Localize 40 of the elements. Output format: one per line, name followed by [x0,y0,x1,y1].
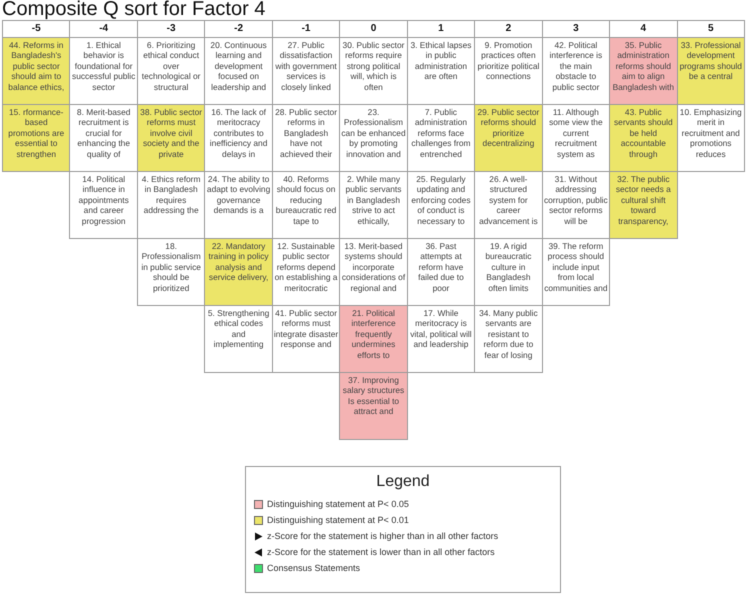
table-column [609,20,678,239]
column-header: -1 [300,22,312,36]
table-column [339,20,408,440]
legend-text: z-Score for the statement is lower than in all other factors [267,546,495,558]
table-column [676,20,745,172]
legend-title: Legend [375,472,431,492]
column-header: -4 [98,22,110,36]
statement-cell: 21. Political interference frequently undermines efforts to [340,305,407,372]
chart-title: Composite Q sort for Factor 4 [2,0,266,21]
table-column [474,20,543,373]
column-header: -5 [30,22,42,36]
table-column [406,20,476,373]
statement-cell: 37. Improving salary structures Is essential to attract and [340,372,407,439]
statement-cell: 33. Professional development programs should be a central [678,37,744,104]
column-header: 2 [504,22,512,36]
table-column [542,20,610,306]
table-column [69,20,138,239]
statement-cell: 38. Public sector reforms must involve civil society and the private [138,104,204,171]
column-header: 3 [572,22,580,36]
legend-text: Distinguishing statement at P< 0.01 [267,514,409,526]
column-header: 0 [370,22,378,36]
statement-cell: 44. Reforms in Bangladesh's public sector should aim to balance ethics, [3,37,70,104]
statement-cell: 15. rformance-based promotions are essential to strengthen [3,104,70,171]
statement-cell: 43. Public servants should be held accountable through [610,104,677,171]
statement-cell: 22. Mandatory training in policy analysis and service delivery, [205,238,272,305]
column-header: -2 [233,22,244,36]
table-column [2,20,70,172]
table-column [272,20,340,373]
legend-text: Distinguishing statement at P< 0.05 [267,498,409,510]
statement-cell: 35. Public administration reforms should aim to align Bangladesh with [610,37,677,104]
column-header: 1 [437,22,445,36]
column-header: 5 [706,22,715,36]
legend-text: z-Score for the statement is higher than in all other factors [267,530,498,542]
table-column [204,20,273,373]
statement-cell: 32. The public sector needs a cultural shift toward transparency, [610,171,677,238]
column-header: -3 [166,22,177,36]
table-column [136,20,206,306]
legend-text: Consensus Statements [267,562,360,574]
column-header: 4 [640,22,648,36]
statement-cell: 29. Public sector reforms should prioritize decentralizing [475,104,542,171]
